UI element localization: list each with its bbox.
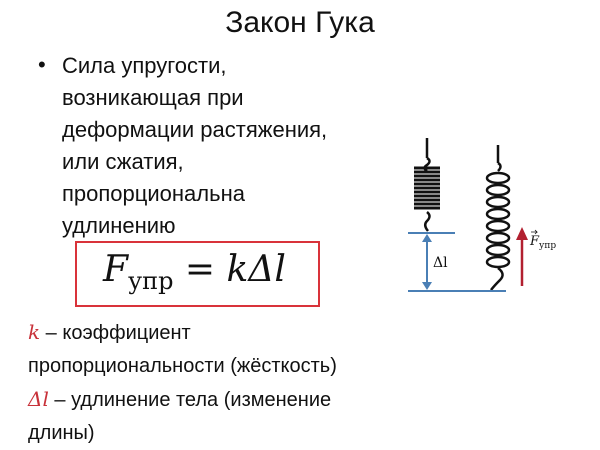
formula-force: F xyxy=(103,249,128,290)
bullet-line: или сжатия, xyxy=(62,149,184,174)
bullet-marker: • xyxy=(38,52,46,77)
definition-line: k – коэффициент xyxy=(28,316,337,350)
bullet-line: пропорциональна xyxy=(62,181,245,206)
definition-text: – коэффициент xyxy=(40,322,191,344)
bullet-text: Сила упругости, возникающая при деформац… xyxy=(62,50,392,242)
bullet-line: деформации растяжения, xyxy=(62,117,328,142)
compressed-spring-icon xyxy=(414,138,440,232)
definition-text: длины) xyxy=(28,422,95,444)
spring-diagram: Δl Fупр xyxy=(400,130,580,310)
definition-line: пропорциональности (жёсткость) xyxy=(28,350,337,383)
force-label: Fупр xyxy=(529,234,556,251)
formula-equals: = xyxy=(173,249,227,290)
slide-title: Закон Гука xyxy=(225,6,375,39)
definition-line: Δl – удлинение тела (изменение xyxy=(28,383,337,417)
hooke-formula: Fупр = kΔl xyxy=(103,249,286,295)
delta-l-label: Δl xyxy=(433,255,448,271)
definition-symbol: Δl xyxy=(28,387,49,411)
stretched-spring-icon xyxy=(485,145,511,291)
definition-text: пропорциональности (жёсткость) xyxy=(28,355,337,377)
bullet-line: возникающая при xyxy=(62,85,244,110)
definition-line: длины) xyxy=(28,417,337,450)
reference-lines xyxy=(408,232,506,292)
bullet-line: удлинению xyxy=(62,213,176,238)
formula-subscript: упр xyxy=(127,267,174,295)
force-arrow-icon xyxy=(516,227,528,286)
definitions: k – коэффициент пропорциональности (жёст… xyxy=(28,316,337,450)
bullet-line: Сила упругости, xyxy=(62,53,227,78)
definition-text: – удлинение тела (изменение xyxy=(48,389,332,411)
formula-rhs: kΔl xyxy=(226,249,286,290)
vector-arrow-icon xyxy=(531,229,538,235)
formula-box: Fупр = kΔl xyxy=(75,241,320,307)
definition-symbol: k xyxy=(28,320,41,344)
